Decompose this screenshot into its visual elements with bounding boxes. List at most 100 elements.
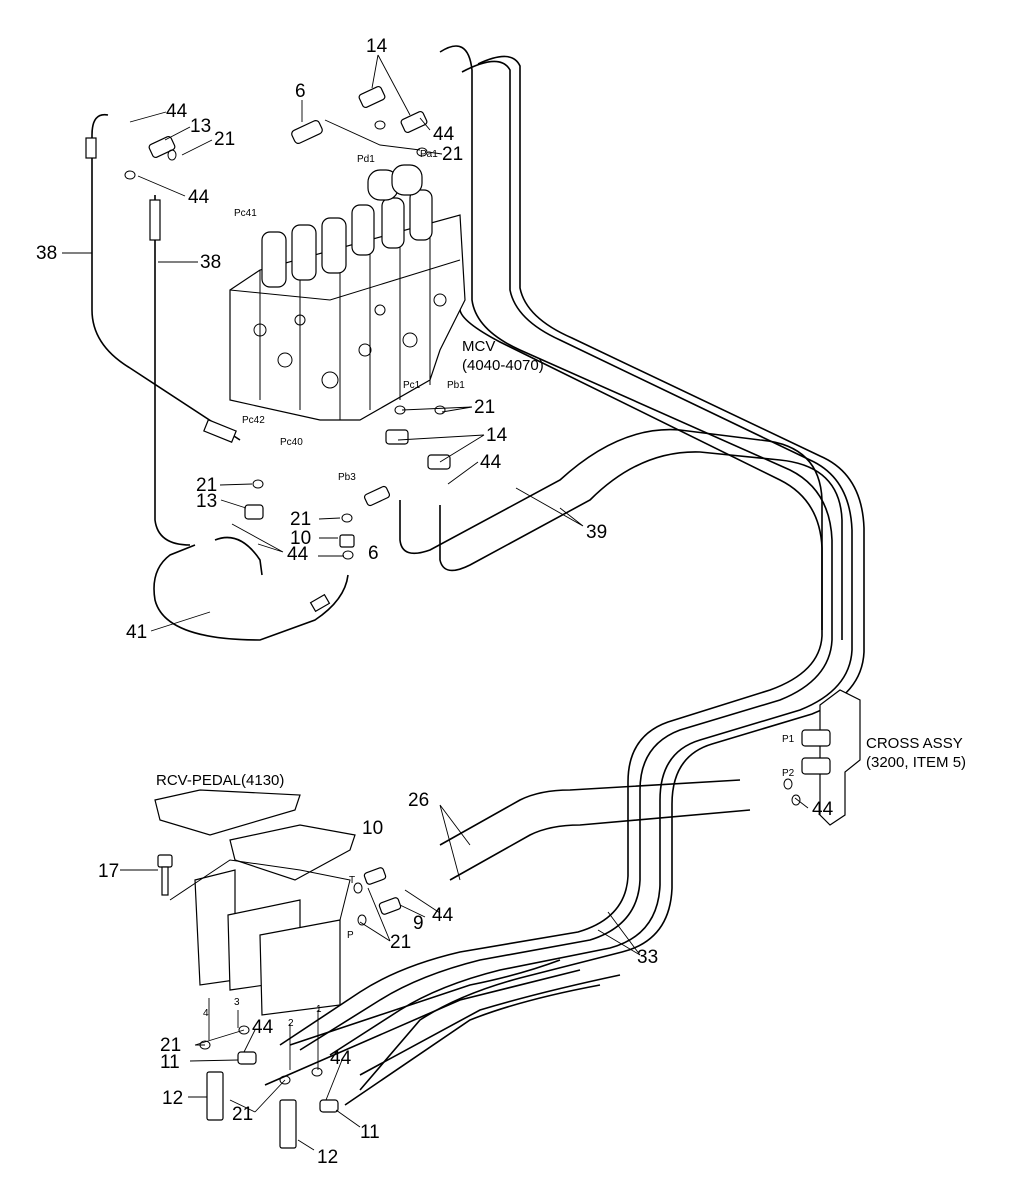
pressure-switch-6b [363,485,391,507]
tee-fitting-14c [385,429,409,445]
pipe-group-39 [399,428,843,640]
callout-13-top: 13 [190,116,211,137]
callout-39: 39 [586,522,607,543]
pipe-33-b [329,60,853,1056]
callout-21-top-right: 21 [442,144,463,165]
pipe-33-a [299,45,833,1051]
port-pedal-t: T [349,875,355,886]
callout-21-top-left: 21 [214,129,235,150]
callout-44-top-left: 44 [166,101,188,122]
bolt-17-head [157,854,173,868]
pipe-33-c [359,55,865,1091]
callout-44-cross: 44 [812,799,834,820]
hose-38-sleeve-b [149,199,161,241]
port-pa1: Pa1 [420,149,438,160]
cross-fitting-p2 [801,757,831,775]
hose-lower-c [344,984,601,1106]
connector-9 [378,897,402,915]
callout-14-mcv-right: 14 [486,425,508,446]
hose-38-left [85,113,241,546]
header-labels: MCV (4040-4070) CROSS ASSY (3200, ITEM 5… [156,338,966,789]
mcv-label: MCV [462,338,495,355]
hose-lower-d [359,974,621,1076]
bolt-17-shank [161,866,169,896]
mcv-ports-holes [253,293,447,389]
rcv-pedal-assembly [154,789,356,1016]
cross-assy-bracket [819,689,861,826]
hose-lower-a [289,959,561,1046]
callout-21-pedal-bottom: 21 [232,1104,253,1125]
callout-21-pedal-bottom-left: 21 [160,1035,181,1056]
callout-12-left: 12 [162,1088,183,1109]
callout-10-mcv: 10 [290,528,311,549]
port-p1-cross: P1 [782,734,795,745]
tee-fitting-14b [400,110,428,134]
block-12a [206,1071,224,1121]
hose-lower-b [264,969,581,1086]
hose-38-sleeve-c [203,419,237,443]
callout-44-mcv-bottom: 44 [287,544,309,565]
o-rings [124,120,801,1085]
fittings [148,85,451,1149]
pedal-frame [169,859,351,921]
leader-lines [62,54,809,1151]
callout-numbers: 14 6 44 13 21 44 21 44 38 38 21 14 44 39… [36,36,834,1168]
pedal-body-right [259,919,341,1016]
callout-21-mcv-right: 21 [474,397,495,418]
cross-assy-ref-label: (3200, ITEM 5) [866,754,966,771]
callout-17: 17 [98,861,119,882]
pipe-group-26 [439,779,751,881]
port-pc42: Pc42 [242,415,265,426]
pressure-switch-6a [291,120,323,144]
callout-9: 9 [413,913,424,934]
tee-fitting-14a [358,85,386,109]
port-pc41: Pc41 [234,208,257,219]
callout-38-left: 38 [36,243,57,264]
pedal-lower-hoses [264,959,621,1106]
mcv-sections [259,225,431,420]
callout-6-mcv: 6 [368,543,379,564]
connector-10b [363,867,387,885]
callout-12-right: 12 [317,1147,338,1168]
port-pc40: Pc40 [280,437,303,448]
hose-38-sleeve-a [85,137,97,159]
callout-44-pedal-bottom-right: 44 [330,1048,352,1069]
callout-11-left: 11 [160,1052,180,1073]
callout-41: 41 [126,622,147,643]
cross-assy-label: CROSS ASSY [866,735,963,752]
pipe-39-b [439,451,843,640]
tee-fitting-13b [244,504,264,520]
pipe-39-a [399,428,823,630]
callout-6-top: 6 [295,81,306,102]
mcv-top-edge [229,259,461,301]
connector-10a [339,534,355,548]
tee-fitting-13a [148,135,176,159]
callout-21-mcv-bottom: 21 [290,509,311,530]
callout-21-pedal: 21 [390,932,411,953]
rcv-pedal-label: RCV-PEDAL(4130) [156,772,284,789]
hose-38-outer [91,113,241,441]
pipe-26-a [439,779,741,846]
block-12b [279,1099,297,1149]
port-pb3: Pb3 [338,472,356,483]
callout-44-pedal: 44 [432,905,454,926]
pedal-plate-left [154,789,301,836]
port-pc1: Pc1 [403,380,421,391]
callout-44-mcv-right: 44 [480,452,502,473]
callout-10-pedal: 10 [362,818,383,839]
mcv-valve-block [229,164,466,421]
pedal-plate-right [229,824,356,881]
mcv-spools [261,164,433,288]
pipe-group-33 [279,45,865,1091]
callout-11-right: 11 [360,1122,380,1143]
port-pedal-3: 3 [234,997,240,1008]
callout-44-left: 44 [188,187,210,208]
port-p2-cross: P2 [782,768,795,779]
callout-44-top-right: 44 [433,124,455,145]
tee-fitting-14d [427,454,451,470]
port-pedal-p: P [347,930,354,941]
port-labels: Pd1 Pa1 Pc41 Pc1 Pb1 Pc42 Pc40 Pb3 P1 P2… [203,149,795,1029]
cross-assy-block [801,689,861,826]
callout-21-mcv-left: 21 [196,475,217,496]
